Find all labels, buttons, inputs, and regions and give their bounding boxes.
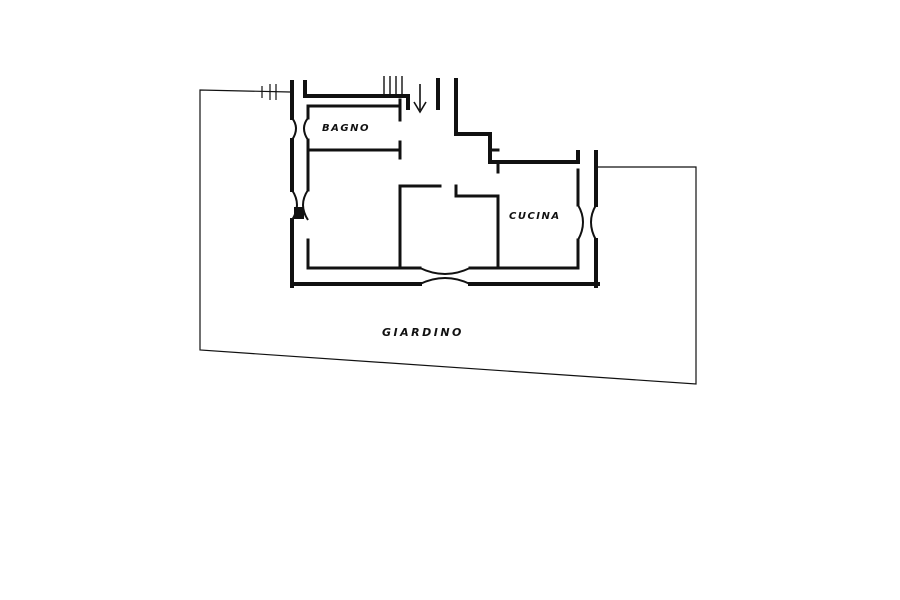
interior-walls — [306, 98, 580, 270]
window-openings — [291, 117, 597, 285]
radiator-block — [294, 207, 304, 219]
entrance-arrow-icon — [413, 84, 427, 114]
stair-lines — [383, 76, 403, 96]
room-label-kitchen: CUCINA — [509, 211, 561, 222]
garden-label: GIARDINO — [382, 326, 464, 339]
exterior-walls — [290, 78, 600, 288]
room-label-bathroom: BAGNO — [322, 123, 370, 134]
garden-boundary — [199, 84, 697, 385]
